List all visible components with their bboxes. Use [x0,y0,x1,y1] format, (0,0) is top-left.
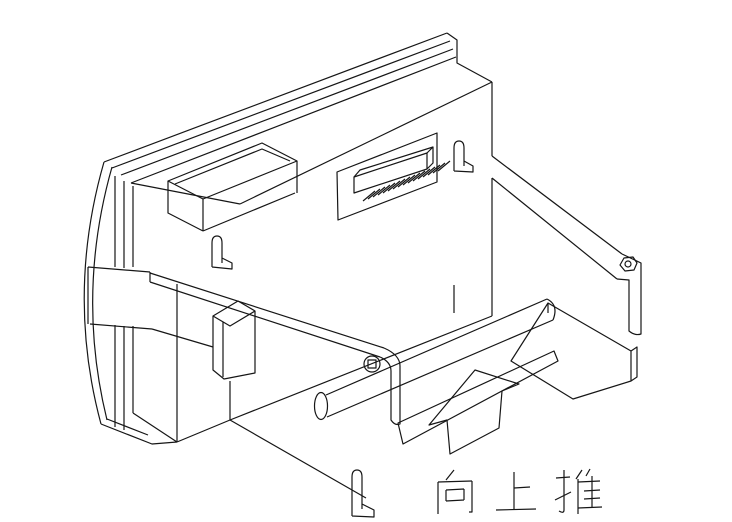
bracket-top-arm [491,155,642,336]
bracket-bottom-arm [149,272,401,426]
latch-tab-left [211,235,233,270]
clamp-block [212,300,256,380]
cross-rod [313,298,556,421]
push-up-label [437,468,603,514]
char-tui [554,468,603,514]
housing-body [130,81,493,499]
char-xiang [437,469,473,514]
wing-plate-left [397,350,559,445]
top-slot-recess [167,142,298,232]
latch-tab-right [453,140,474,173]
bezel-frame [83,32,493,445]
latch-tab-bottom [351,469,375,518]
wing-plates [397,302,638,445]
rear-connector [336,132,451,221]
latch-tabs [211,140,474,518]
wing-plate-right [510,302,638,400]
up-arrow [428,369,520,455]
connector-pins [362,160,451,202]
bracket-screw-right [619,256,638,272]
bracket-screw-bottom [363,355,381,373]
clamp-band [87,266,214,348]
char-shang [495,472,537,511]
